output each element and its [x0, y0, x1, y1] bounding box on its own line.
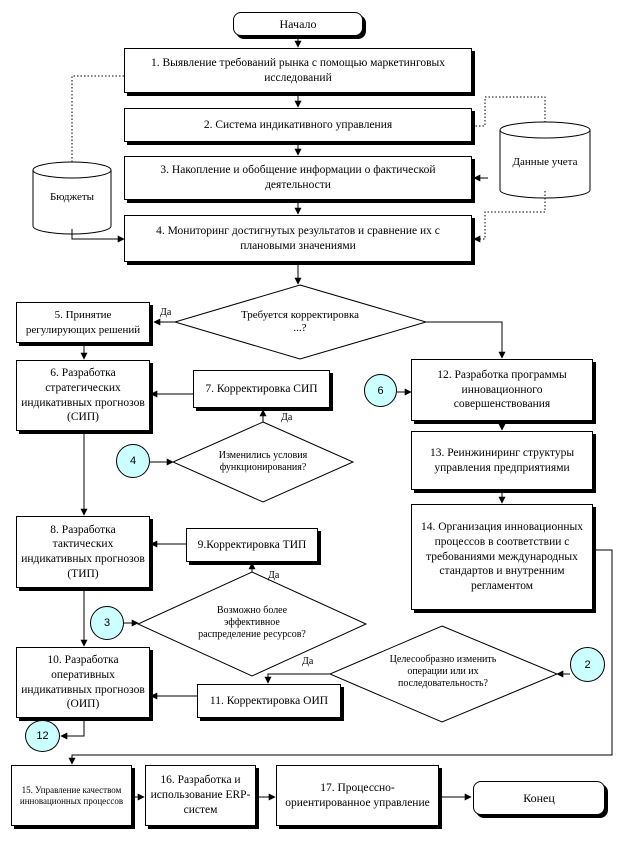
edge-d4-b11: [264, 673, 330, 684]
process-box-1: 1. Выявление требований рынка с помощью …: [124, 48, 472, 93]
process-box-14: 14. Организация инновационных процессов …: [411, 504, 593, 610]
decision-shape-2: [171, 421, 355, 503]
process-box-2: 2. Система индикативного управления: [124, 108, 472, 142]
yes-label-d3: Да: [268, 570, 280, 581]
edge-d1-b12: [426, 321, 506, 359]
process-box-9: 9.Корректировка ТИП: [186, 528, 318, 562]
decision-text-1: Требуется корректировка ...?: [240, 308, 360, 334]
process-box-10: 10. Разработка оперативных индикативных …: [16, 647, 150, 718]
edge-b1-budgets: [68, 75, 124, 171]
budgets-store-shape: [32, 161, 112, 235]
decision-shape-4: [328, 625, 559, 723]
edge-accounting-b4: [473, 191, 546, 243]
edge-b2-accounting: [472, 96, 549, 141]
budgets-store-label: Бюджеты: [49, 190, 95, 203]
process-box-16: 16. Разработка и использование ERP-систе…: [145, 765, 256, 826]
process-box-13: 13. Реинжиниринг структуры управления пр…: [411, 431, 593, 490]
connector-6: 6: [364, 374, 397, 407]
process-box-12: 12. Разработка программы инновационного …: [411, 359, 593, 421]
decision-text-3: Возможно более эффективное распределение…: [198, 604, 306, 641]
process-box-15: 15. Управление качеством инновационных п…: [11, 765, 132, 826]
process-box-6: 6. Разработка стратегических индикативны…: [16, 360, 150, 431]
process-box-17: 17. Процессно-ориентированное управление: [276, 765, 439, 826]
decision-text-4: Целесообразно изменить операции или их п…: [389, 653, 497, 690]
decision-text-2: Изменились условия функционирования?: [218, 449, 308, 473]
process-box-5: 5. Принятие регулирующих решений: [16, 302, 150, 343]
process-box-7: 7. Корректировка СИП: [193, 370, 330, 408]
accounting-store-label: Данные учета: [512, 155, 578, 168]
connector-2: 2: [570, 647, 605, 682]
accounting-store-shape: [499, 121, 591, 199]
process-box-4: 4. Мониторинг достигнутых результатов и …: [124, 215, 472, 262]
connector-3: 3: [90, 606, 124, 640]
process-box-11: 11. Корректировка ОИП: [197, 684, 341, 718]
edge-b14-b15: [68, 549, 613, 765]
yes-label-d1: Да: [160, 307, 172, 318]
decision-shape-1: [173, 284, 428, 360]
decision-shape-3: [136, 571, 368, 677]
process-box-3: 3. Накопление и обобщение информации о ф…: [124, 156, 472, 200]
edge-b10-c12: [60, 720, 85, 740]
connector-12: 12: [25, 720, 60, 752]
end-terminal: Конец: [473, 781, 605, 815]
start-terminal: Начало: [233, 12, 363, 36]
yes-label-d2: Да: [281, 412, 293, 423]
process-box-8: 8. Разработка тактических индикативных п…: [16, 516, 150, 588]
yes-label-d4: Да: [302, 656, 314, 667]
edge-budgets-b4: [71, 229, 125, 243]
connector-4: 4: [116, 444, 150, 478]
